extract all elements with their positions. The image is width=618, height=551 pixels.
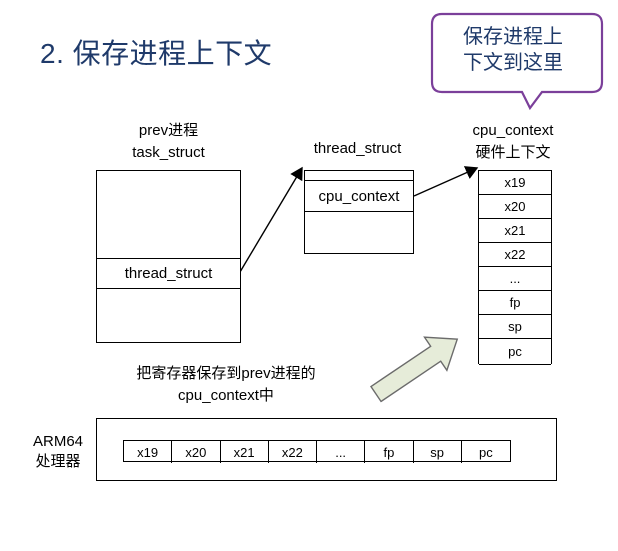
cpu-reg-fp: fp	[479, 291, 551, 315]
cpu-reg-sp: sp	[479, 315, 551, 339]
cpu-reg-x21: x21	[479, 219, 551, 243]
arm-reg-x20: x20	[172, 441, 221, 463]
arm-reg-x21: x21	[221, 441, 269, 463]
callout-line2: 下文到这里	[463, 52, 563, 74]
arm64-line2: 处理器	[35, 453, 81, 470]
cpu-reg-x20: x20	[479, 195, 551, 219]
cpu-context-register-stack: x19 x20 x21 x22 ... fp sp pc	[478, 170, 552, 365]
callout-bubble	[430, 12, 604, 111]
save-block-arrow	[369, 336, 459, 403]
arrow-to-cpu-context	[413, 166, 479, 197]
thread-struct-label: thread_struct	[313, 140, 402, 157]
cpu-context-label: cpu_context 硬件上下文	[458, 120, 568, 164]
arm64-register-row: x19 x20 x21 x22 ... fp sp pc	[123, 440, 511, 463]
callout-line1: 保存进程上	[463, 26, 563, 48]
cpu-reg-pc: pc	[479, 339, 551, 365]
arm-reg-fp: fp	[365, 441, 414, 463]
arm64-label: ARM64 处理器	[20, 432, 96, 472]
prev-thread-struct-field: thread_struct	[96, 258, 241, 289]
cpu-reg-x19: x19	[479, 171, 551, 195]
prev-task-struct-box	[96, 170, 241, 343]
cpu-context-line2: 硬件上下文	[475, 144, 551, 161]
cpu-context-line1: cpu_context	[472, 122, 554, 139]
prev-task-line2: task_struct	[132, 144, 205, 161]
arm64-line1: ARM64	[32, 433, 84, 450]
cpu-reg-ellipsis: ...	[479, 267, 551, 291]
save-note: 把寄存器保存到prev进程的 cpu_context中	[96, 363, 356, 407]
prev-task-line1: prev进程	[138, 122, 199, 139]
cpu-reg-x22: x22	[479, 243, 551, 267]
thread-cpu-context-field: cpu_context	[304, 180, 414, 212]
save-note-line1: 把寄存器保存到prev进程的	[136, 365, 316, 382]
arm-reg-sp: sp	[414, 441, 462, 463]
arm-reg-x19: x19	[124, 441, 173, 463]
arm-reg-ellipsis: ...	[317, 441, 366, 463]
prev-task-label: prev进程 task_struct	[96, 120, 241, 164]
arrow-to-thread-struct	[239, 166, 303, 273]
save-note-line2: cpu_context中	[178, 387, 274, 404]
arm-reg-pc: pc	[479, 444, 493, 460]
arm-reg-x22: x22	[269, 441, 317, 463]
page-title: 2. 保存进程上下文	[40, 38, 273, 69]
callout-text: 保存进程上 下文到这里	[432, 24, 594, 76]
